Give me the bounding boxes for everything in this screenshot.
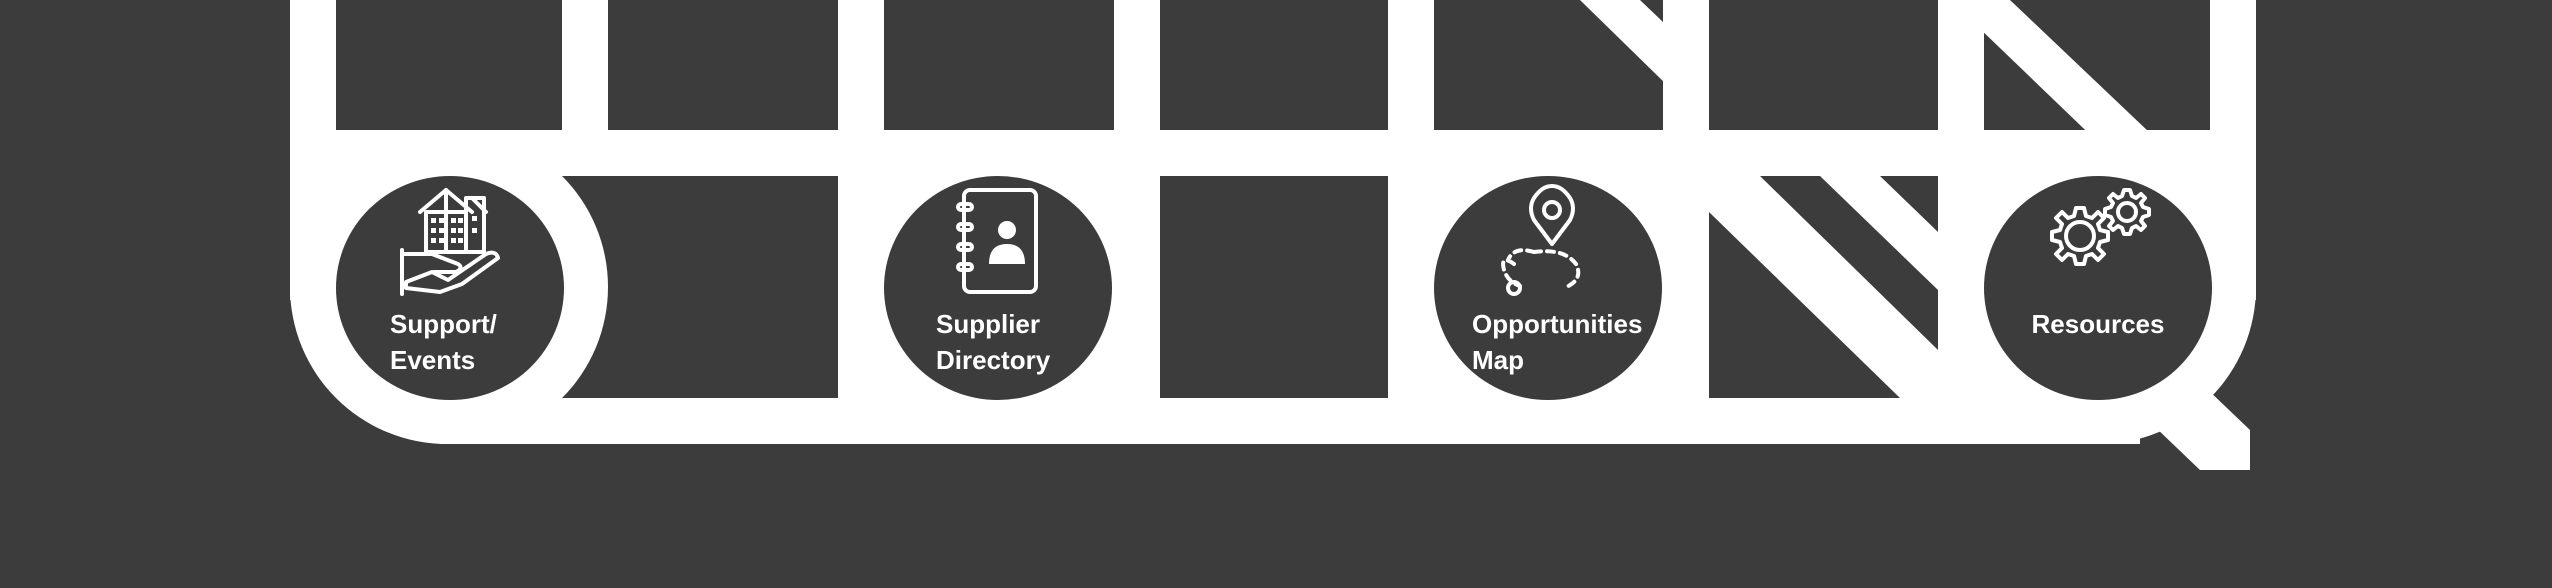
gears-icon — [2050, 188, 2151, 266]
nav-label-opportunities-map: Opportunities Map — [1472, 309, 1643, 375]
map-pin-route-icon — [1501, 184, 1581, 296]
nav-button-resources-circle — [1984, 176, 2212, 400]
nav-button-resources[interactable]: Resources — [1984, 176, 2212, 400]
nav-button-supplier-directory-circle — [884, 176, 1112, 400]
address-book-icon — [956, 188, 1038, 294]
nav-button-supplier-directory[interactable]: Supplier Directory — [884, 176, 1112, 400]
nav-label-support-events: Support/ Events — [390, 309, 497, 375]
nav-button-opportunities-map[interactable]: Opportunities Map — [1434, 176, 1662, 400]
nav-button-support-events[interactable]: Support/ Events — [336, 176, 564, 400]
nav-button-opportunities-map-circle — [1434, 176, 1662, 400]
nav-label-resources: Resources — [2031, 309, 2165, 339]
building-on-hand-icon — [400, 188, 500, 296]
nav-label-supplier-directory: Supplier Directory — [936, 309, 1051, 375]
